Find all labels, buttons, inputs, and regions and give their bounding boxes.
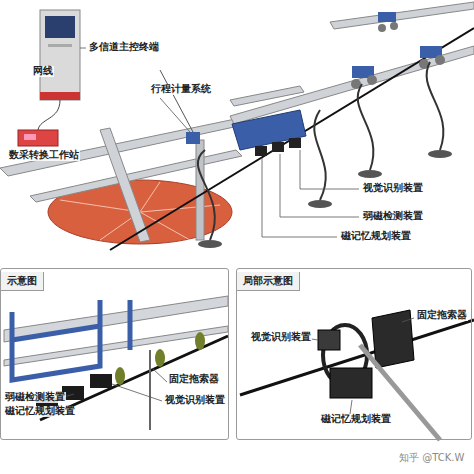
- part-label: 行程计量系统: [150, 84, 212, 95]
- part-label: 固定拖索器: [416, 310, 468, 321]
- part-label: 磁记忆规划装置: [4, 406, 76, 417]
- part-label: 网线: [32, 66, 54, 77]
- watermark: 知乎 @TCK.W: [398, 452, 465, 464]
- panel-heading: 局部示意图: [237, 272, 300, 291]
- part-label: 视觉识别装置: [362, 183, 424, 194]
- part-label: 视觉识别装置: [250, 332, 312, 343]
- part-label: 多信道主控终端: [88, 42, 160, 53]
- part-label: 磁记忆规划装置: [340, 231, 412, 242]
- part-label: 数采转换工作站: [8, 150, 80, 161]
- part-label: 固定拖索器: [168, 374, 220, 385]
- part-label: 弱磁检测装置: [4, 392, 66, 403]
- part-label: 视觉识别装置: [164, 395, 226, 406]
- panel-heading: 示意图: [1, 272, 44, 291]
- part-label: 弱磁检测装置: [362, 211, 424, 222]
- part-label: 磁记忆规划装置: [320, 414, 392, 425]
